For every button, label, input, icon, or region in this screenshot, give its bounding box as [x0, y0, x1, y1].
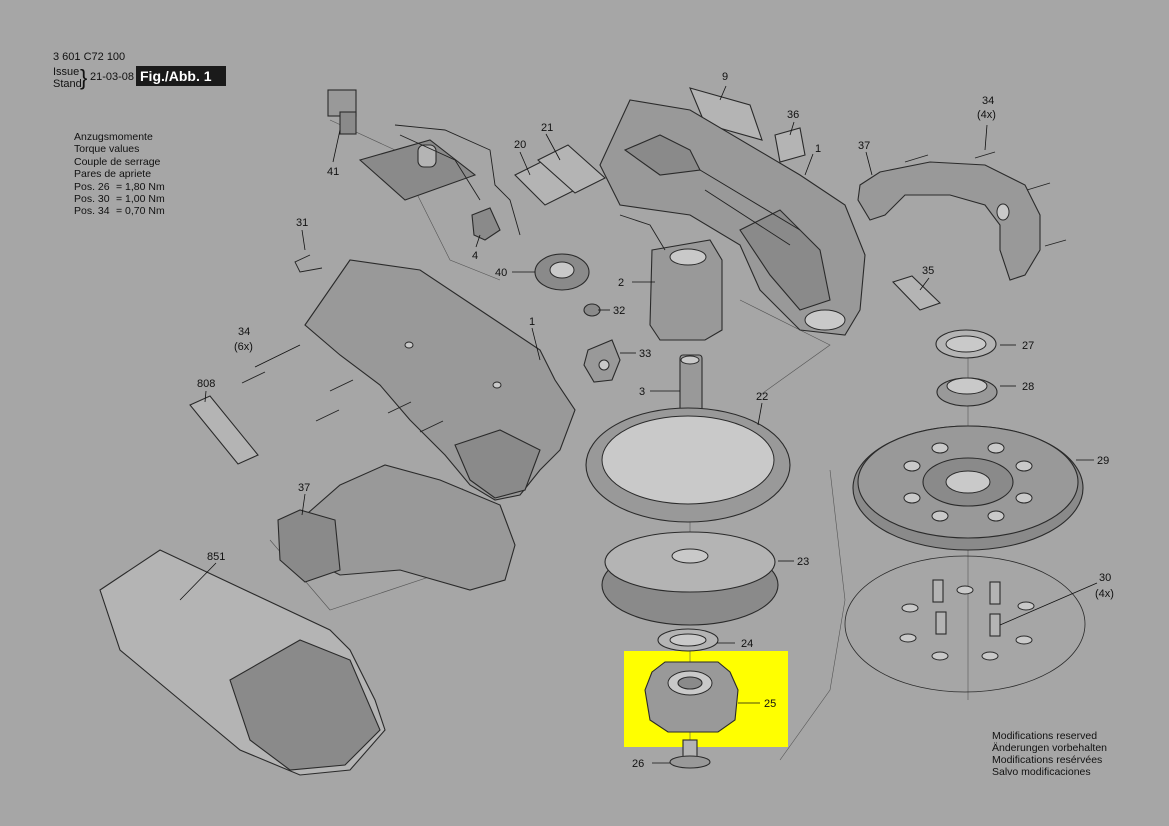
leader-lines [179, 85, 1098, 764]
callout-4: 4 [472, 250, 478, 262]
callout-24: 24 [741, 638, 753, 650]
torque-row: Pos. 30 = 1,00 Nm [74, 193, 165, 205]
part-9-label [689, 87, 763, 141]
callout-21: 21 [541, 122, 553, 134]
callout-labels: 9 36 1 37 34 (4x) 21 20 41 4 31 40 2 35 … [197, 71, 1114, 770]
part-808-manual [189, 395, 259, 465]
torque-pos: Pos. 26 [74, 180, 110, 193]
part-4-switch [471, 207, 501, 241]
part-36-plate [774, 127, 806, 163]
part-41-electronics-module [327, 89, 521, 236]
callout-41: 41 [327, 166, 339, 178]
part-24-washer [657, 628, 719, 652]
part-1-housing-upper [599, 99, 866, 336]
torque-title-es: Pares de apriete [74, 168, 152, 181]
callout-20: 20 [514, 139, 526, 151]
doc-number: 3 601 C72 100 [53, 51, 126, 63]
callout-34-top: 34 [982, 95, 994, 107]
note-line-fr: Modifications resérvées [992, 754, 1103, 766]
note-line-de: Änderungen vorbehalten [992, 742, 1108, 754]
callout-31: 31 [296, 217, 308, 229]
part-30-screws [844, 555, 1086, 693]
part-25-bearing-flange [644, 661, 739, 733]
callout-22: 22 [756, 391, 768, 403]
part-34-screws-top [904, 151, 1067, 247]
callout-37-left: 37 [298, 482, 310, 494]
part-851-dust-bag [99, 549, 386, 776]
callout-2: 2 [618, 277, 624, 289]
callout-34-top-qty: (4x) [977, 109, 996, 121]
issue-label: Issue [53, 66, 80, 78]
part-31-clip [294, 254, 323, 273]
part-37-dust-outlet [277, 464, 516, 591]
callout-28: 28 [1022, 381, 1034, 393]
torque-pos: Pos. 30 [74, 193, 110, 206]
part-27-seal [935, 329, 997, 359]
torque-pos: Pos. 34 [74, 205, 110, 218]
part-21-label-sticker [537, 144, 606, 194]
part-40-bearing [534, 253, 590, 291]
header-brace: } [80, 65, 88, 90]
part-28-ring [936, 377, 998, 407]
modification-note: Modifications reserved Änderungen vorbeh… [992, 730, 1107, 778]
figure-label: Fig./Abb. 1 [136, 66, 226, 86]
part-32-spring [583, 303, 601, 317]
note-line-es: Salvo modificaciones [992, 766, 1091, 778]
callout-1-top: 1 [815, 143, 821, 155]
torque-title-de: Anzugsmomente [74, 131, 153, 143]
callout-33: 33 [639, 348, 651, 360]
part-22-fan-ring [585, 407, 791, 523]
stand-label: Stand [53, 78, 82, 90]
callout-32: 32 [613, 305, 625, 317]
callout-9: 9 [722, 71, 728, 83]
part-23-fan [601, 531, 779, 626]
callout-25: 25 [764, 698, 776, 710]
torque-row: Pos. 34 = 0,70 Nm [74, 205, 165, 217]
callout-29: 29 [1097, 455, 1109, 467]
part-37-shroud-ring [857, 161, 1041, 281]
torque-value: = 0,70 Nm [116, 205, 165, 218]
callout-851: 851 [207, 551, 225, 563]
callout-37-top: 37 [858, 140, 870, 152]
part-1-housing-lower [304, 259, 576, 501]
callout-30-qty: (4x) [1095, 588, 1114, 600]
torque-title-fr: Couple de serrage [74, 155, 161, 168]
torque-row: Pos. 26 = 1,80 Nm [74, 181, 165, 193]
sanding-plate [844, 555, 1086, 693]
torque-title-en: Torque values [74, 143, 140, 156]
callout-26: 26 [632, 758, 644, 770]
callout-35: 35 [922, 265, 934, 277]
note-line-en: Modifications reserved [992, 730, 1098, 742]
part-26-screw [669, 739, 711, 769]
torque-value: = 1,80 Nm [116, 180, 165, 193]
callout-34-left-qty: (6x) [234, 341, 253, 353]
torque-table: Anzugsmomente Torque values Couple de se… [74, 131, 165, 218]
callout-34-left: 34 [238, 326, 250, 338]
callout-23: 23 [797, 556, 809, 568]
part-2-stator [619, 214, 723, 341]
part-35-plate [891, 275, 942, 311]
part-29-sanding-pad [852, 425, 1084, 551]
callout-40: 40 [495, 267, 507, 279]
callout-1-lower: 1 [529, 316, 535, 328]
callout-3: 3 [639, 386, 645, 398]
callout-808: 808 [197, 378, 215, 390]
callout-27: 27 [1022, 340, 1034, 352]
callout-30: 30 [1099, 572, 1111, 584]
issue-date: 21-03-08 [90, 71, 135, 83]
part-33-brush-holder [583, 339, 621, 383]
callout-36: 36 [787, 109, 799, 121]
torque-value: = 1,00 Nm [116, 193, 165, 206]
